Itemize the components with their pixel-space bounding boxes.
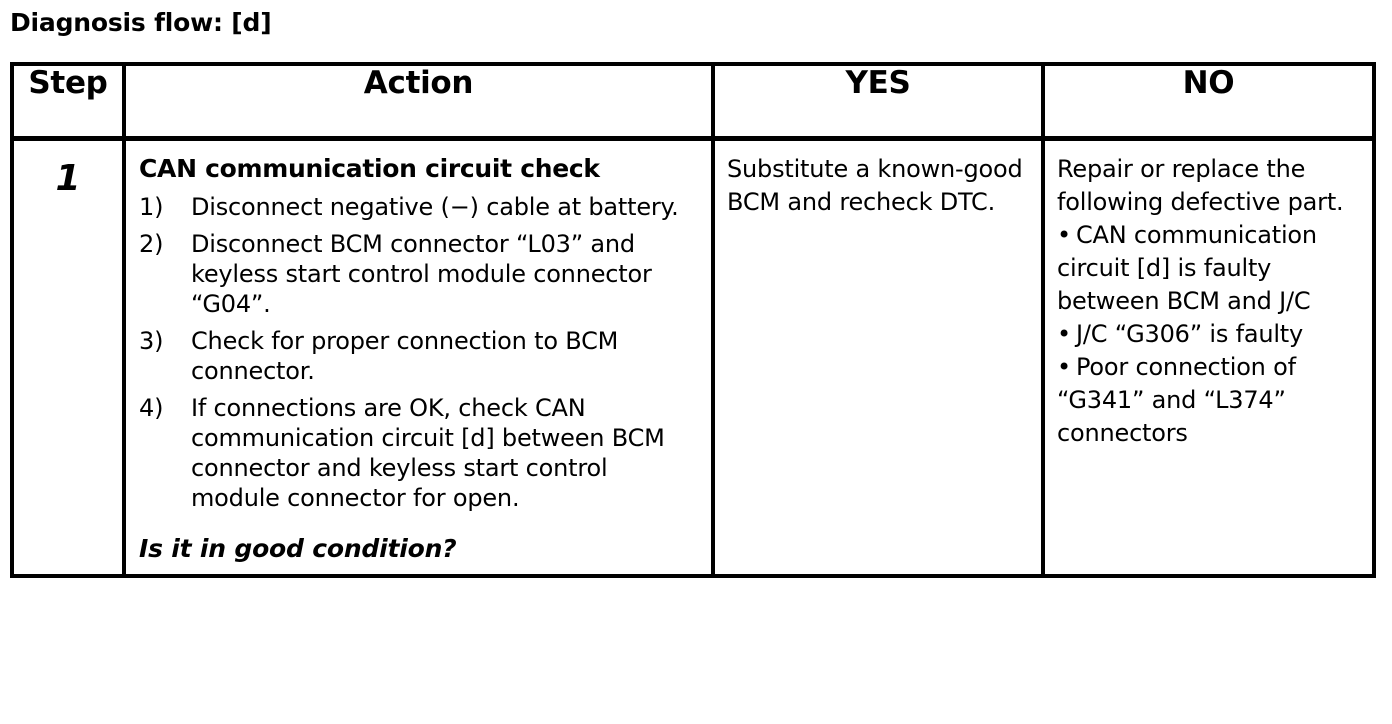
page-title: Diagnosis flow: [d] <box>10 8 272 37</box>
list-item: 4) If connections are OK, check CAN comm… <box>139 393 701 513</box>
list-item-text: CAN communication circuit [d] is faulty … <box>1057 221 1317 315</box>
list-item: •J/C “G306” is faulty <box>1057 318 1364 351</box>
no-result-list: •CAN communication circuit [d] is faulty… <box>1057 219 1364 450</box>
table-body: 1 CAN communication circuit check 1) Dis… <box>12 138 1374 577</box>
list-item: 3) Check for proper connection to BCM co… <box>139 326 701 386</box>
bullet-icon: • <box>1057 221 1071 249</box>
table-header: Step Action YES NO <box>12 64 1374 141</box>
list-item-text: J/C “G306” is faulty <box>1075 320 1304 348</box>
column-header-no-label: NO <box>1182 65 1235 101</box>
yes-result-cell: Substitute a known-good BCM and recheck … <box>713 138 1045 576</box>
step-number: 1 <box>55 158 81 199</box>
action-step-list: 1) Disconnect negative (−) cable at batt… <box>139 192 701 513</box>
list-item-marker: 4) <box>139 394 164 422</box>
list-item-marker: 3) <box>139 327 164 355</box>
no-result-cell: Repair or replace the following defectiv… <box>1043 139 1374 577</box>
list-item: 2) Disconnect BCM connector “L03” and ke… <box>139 229 701 319</box>
action-cell: CAN communication circuit check 1) Disco… <box>124 138 715 576</box>
list-item-marker: 1) <box>139 193 164 221</box>
column-header-action: Action <box>124 64 715 141</box>
list-item-text: Disconnect negative (−) cable at battery… <box>191 193 679 221</box>
list-item: 1) Disconnect negative (−) cable at batt… <box>139 192 701 222</box>
diagnosis-flow-table: Step Action YES NO 1 CAN communica <box>10 62 1376 578</box>
list-item-text: If connections are OK, check CAN communi… <box>191 394 665 512</box>
step-number-cell: 1 <box>12 138 126 576</box>
no-result-intro: Repair or replace the following defectiv… <box>1057 155 1344 216</box>
list-item-marker: 2) <box>139 230 164 258</box>
column-header-step-label: Step <box>28 65 108 101</box>
yes-result-text: Substitute a known-good BCM and recheck … <box>727 155 1023 216</box>
column-header-yes-label: YES <box>845 65 911 101</box>
list-item-text: Check for proper connection to BCM conne… <box>191 327 619 385</box>
column-header-action-label: Action <box>363 65 474 101</box>
action-question: Is it in good condition? <box>139 534 457 563</box>
column-header-no: NO <box>1043 64 1374 141</box>
list-item-text: Disconnect BCM connector “L03” and keyle… <box>191 230 652 318</box>
action-heading: CAN communication circuit check <box>139 154 600 183</box>
list-item-text: Poor connection of “G341” and “L374” con… <box>1057 353 1296 447</box>
column-header-step: Step <box>12 64 126 141</box>
bullet-icon: • <box>1057 353 1071 381</box>
bullet-icon: • <box>1057 320 1071 348</box>
list-item: •Poor connection of “G341” and “L374” co… <box>1057 351 1364 450</box>
table-header-row: Step Action YES NO <box>12 64 1374 141</box>
column-header-yes: YES <box>713 64 1045 141</box>
table-row: 1 CAN communication circuit check 1) Dis… <box>12 138 1374 577</box>
list-item: •CAN communication circuit [d] is faulty… <box>1057 219 1364 318</box>
